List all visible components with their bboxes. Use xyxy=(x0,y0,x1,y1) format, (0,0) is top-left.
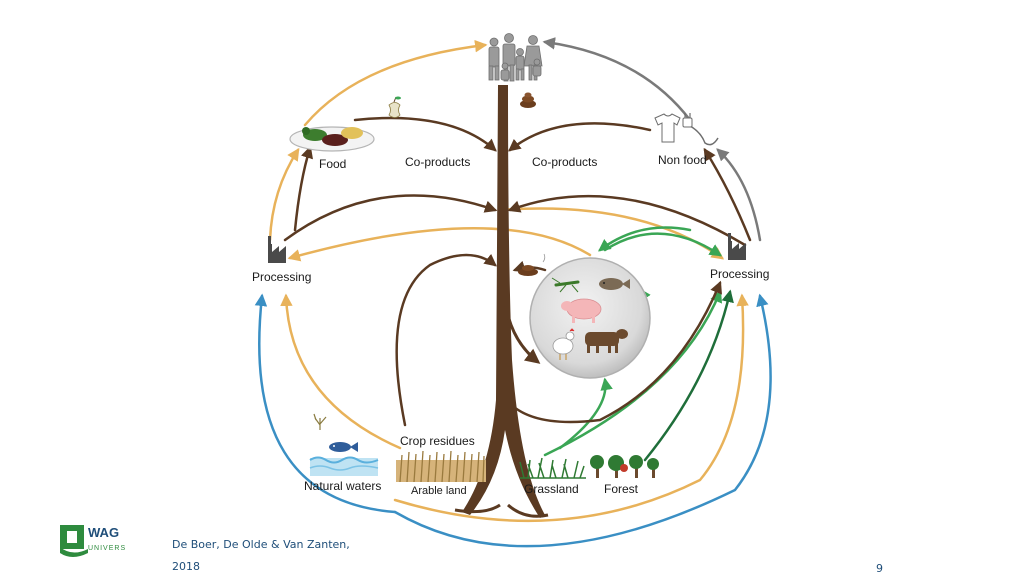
shirt-icon xyxy=(654,113,681,143)
green-grassland-to-livestock xyxy=(558,377,613,450)
label-forest: Forest xyxy=(604,482,639,496)
brown-coproducts-left xyxy=(283,194,498,242)
orange-arc-bottom xyxy=(393,293,749,522)
label-natural-waters: Natural waters xyxy=(304,479,381,493)
label-grassland: Grassland xyxy=(524,482,579,496)
grain-icon xyxy=(396,450,486,483)
label-food: Food xyxy=(319,157,346,171)
orange-processing-to-food xyxy=(268,147,300,242)
label-coproducts-left: Co-products xyxy=(405,155,470,169)
label-coproducts-right: Co-products xyxy=(532,155,597,169)
brown-crop-residues xyxy=(395,253,497,427)
chicken-icon xyxy=(552,328,575,360)
orange-arable-to-processing xyxy=(280,293,402,450)
green-livestock-to-processing xyxy=(603,232,723,257)
cow-icon xyxy=(585,329,628,353)
fish-icon xyxy=(329,442,358,452)
central-trunk xyxy=(454,85,549,518)
label-processing-left: Processing xyxy=(252,270,311,284)
coral-icon xyxy=(313,413,327,430)
factory-icon xyxy=(268,236,286,263)
blue-arc-right xyxy=(393,293,772,548)
brown-processing-right-to-nonfood xyxy=(703,147,752,242)
brown-processing-left-to-food xyxy=(293,145,313,232)
tilapia-icon xyxy=(599,278,630,290)
label-crop-residues: Crop residues xyxy=(400,434,475,448)
brown-coproducts-right xyxy=(507,194,747,247)
label-processing-right: Processing xyxy=(710,267,769,281)
grass-icon xyxy=(519,457,586,479)
green-processing-to-livestock xyxy=(597,226,692,252)
people-icon xyxy=(488,33,543,82)
pig-icon xyxy=(561,298,602,323)
citation: De Boer, De Olde & Van Zanten, 2018 xyxy=(172,538,350,573)
page-number: 9 xyxy=(876,562,883,575)
orange-food-to-people xyxy=(303,39,488,127)
orange-livestock-to-processing-left xyxy=(287,227,592,262)
brown-nonfood-to-people xyxy=(508,122,652,152)
svg-text:WAG: WAG xyxy=(88,525,119,540)
university-logo: WAG UNIVERS xyxy=(58,523,158,561)
label-arable-land: Arable land xyxy=(411,485,467,497)
brown-food-to-people xyxy=(353,116,497,152)
label-non-food: Non food xyxy=(658,153,707,167)
tree-icon xyxy=(590,455,659,478)
blue-arc-left xyxy=(254,293,397,514)
apple-core-icon xyxy=(388,96,401,118)
gray-nonfood-to-people xyxy=(542,37,692,122)
factory-icon xyxy=(728,233,746,260)
cricket-icon xyxy=(551,277,580,293)
darkgreen-forest-to-processing xyxy=(643,289,734,462)
gray-processing-to-nonfood xyxy=(716,148,762,242)
food-plate-icon xyxy=(289,126,375,152)
manure-icon xyxy=(518,253,546,276)
manure-icon xyxy=(520,92,536,108)
livestock-circle xyxy=(529,257,651,379)
brown-livestock-to-processing xyxy=(498,280,722,424)
outer-flows xyxy=(254,37,772,548)
water-icon xyxy=(309,456,379,476)
plug-icon xyxy=(682,113,719,146)
svg-text:UNIVERS: UNIVERS xyxy=(88,545,126,552)
